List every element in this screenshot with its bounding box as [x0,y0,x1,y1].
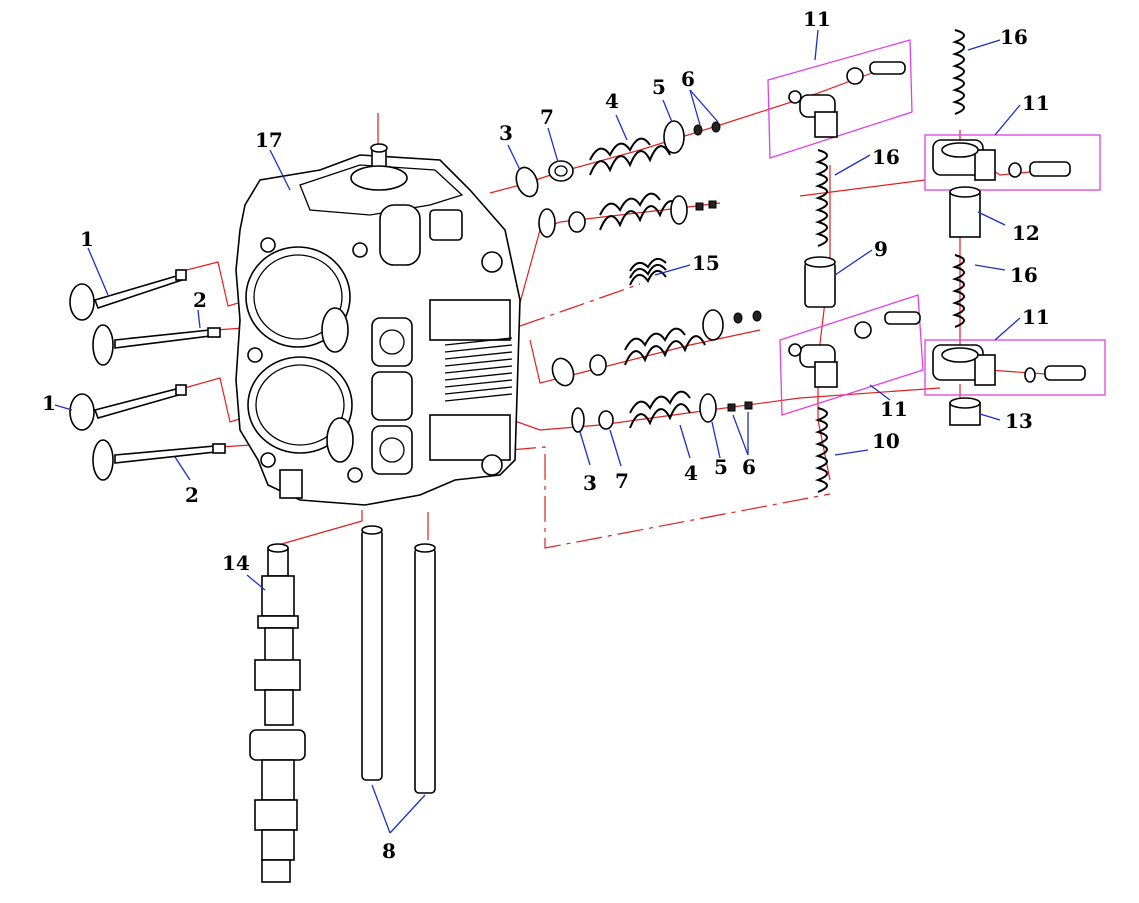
callout-7-lower: 7 [615,469,629,493]
callout-11-right-top: 11 [1022,91,1050,115]
callout-12: 12 [1012,221,1040,245]
callout-11-right-bottom: 11 [1022,305,1050,329]
callout-17: 17 [255,128,283,152]
callout-3-upper: 3 [499,121,513,145]
callout-1-upper: 1 [80,227,94,251]
callout-14: 14 [222,551,250,575]
camshaft [249,543,306,883]
intake-valve-lower [69,384,187,431]
callout-5-lower: 5 [714,455,728,479]
rocker-group-right-bottom [924,339,1106,396]
exhaust-valve-lower [92,439,226,481]
callout-13: 13 [1005,409,1033,433]
spring-16-mid-right [951,254,965,328]
spring-16-top-right [951,29,965,115]
spring-16-left [814,149,828,247]
callout-9: 9 [874,237,888,261]
callout-labels: 1 1 2 2 17 14 8 3 7 4 5 6 11 16 11 16 15… [42,7,1050,863]
leader-lines [54,29,1021,834]
rocker-shaft-9 [804,256,836,308]
pushrods [361,525,436,794]
cylinder-head [235,143,521,506]
callout-11-mid: 11 [880,397,908,421]
callout-6-lower: 6 [742,455,756,479]
rocker-group-top [767,39,913,159]
callout-15: 15 [692,251,720,275]
callout-16-top: 16 [1000,25,1028,49]
spring-10 [814,407,828,493]
rocker-group-right-top [924,134,1101,191]
callout-2-lower: 2 [185,483,199,507]
rocker-group-mid [779,294,924,416]
valve-train-lower [551,309,762,433]
callout-7-upper: 7 [540,105,554,129]
callout-16-right: 16 [1010,263,1038,287]
callout-5-upper: 5 [652,75,666,99]
callout-11-top: 11 [803,7,831,31]
valve-train-upper [515,120,721,238]
exhaust-valve-upper [92,324,221,366]
spring-15 [629,257,667,286]
callout-3-lower: 3 [583,471,597,495]
callout-16-left: 16 [872,145,900,169]
callout-10: 10 [872,429,900,453]
sleeve-12 [949,186,981,238]
sleeve-13 [949,397,981,426]
callout-2-upper: 2 [193,288,207,312]
intake-valve-upper [69,269,187,321]
callout-8: 8 [382,839,396,863]
callout-4-upper: 4 [605,89,619,113]
callout-1-lower: 1 [42,391,56,415]
callout-4-lower: 4 [684,461,698,485]
callout-6-upper: 6 [681,67,695,91]
